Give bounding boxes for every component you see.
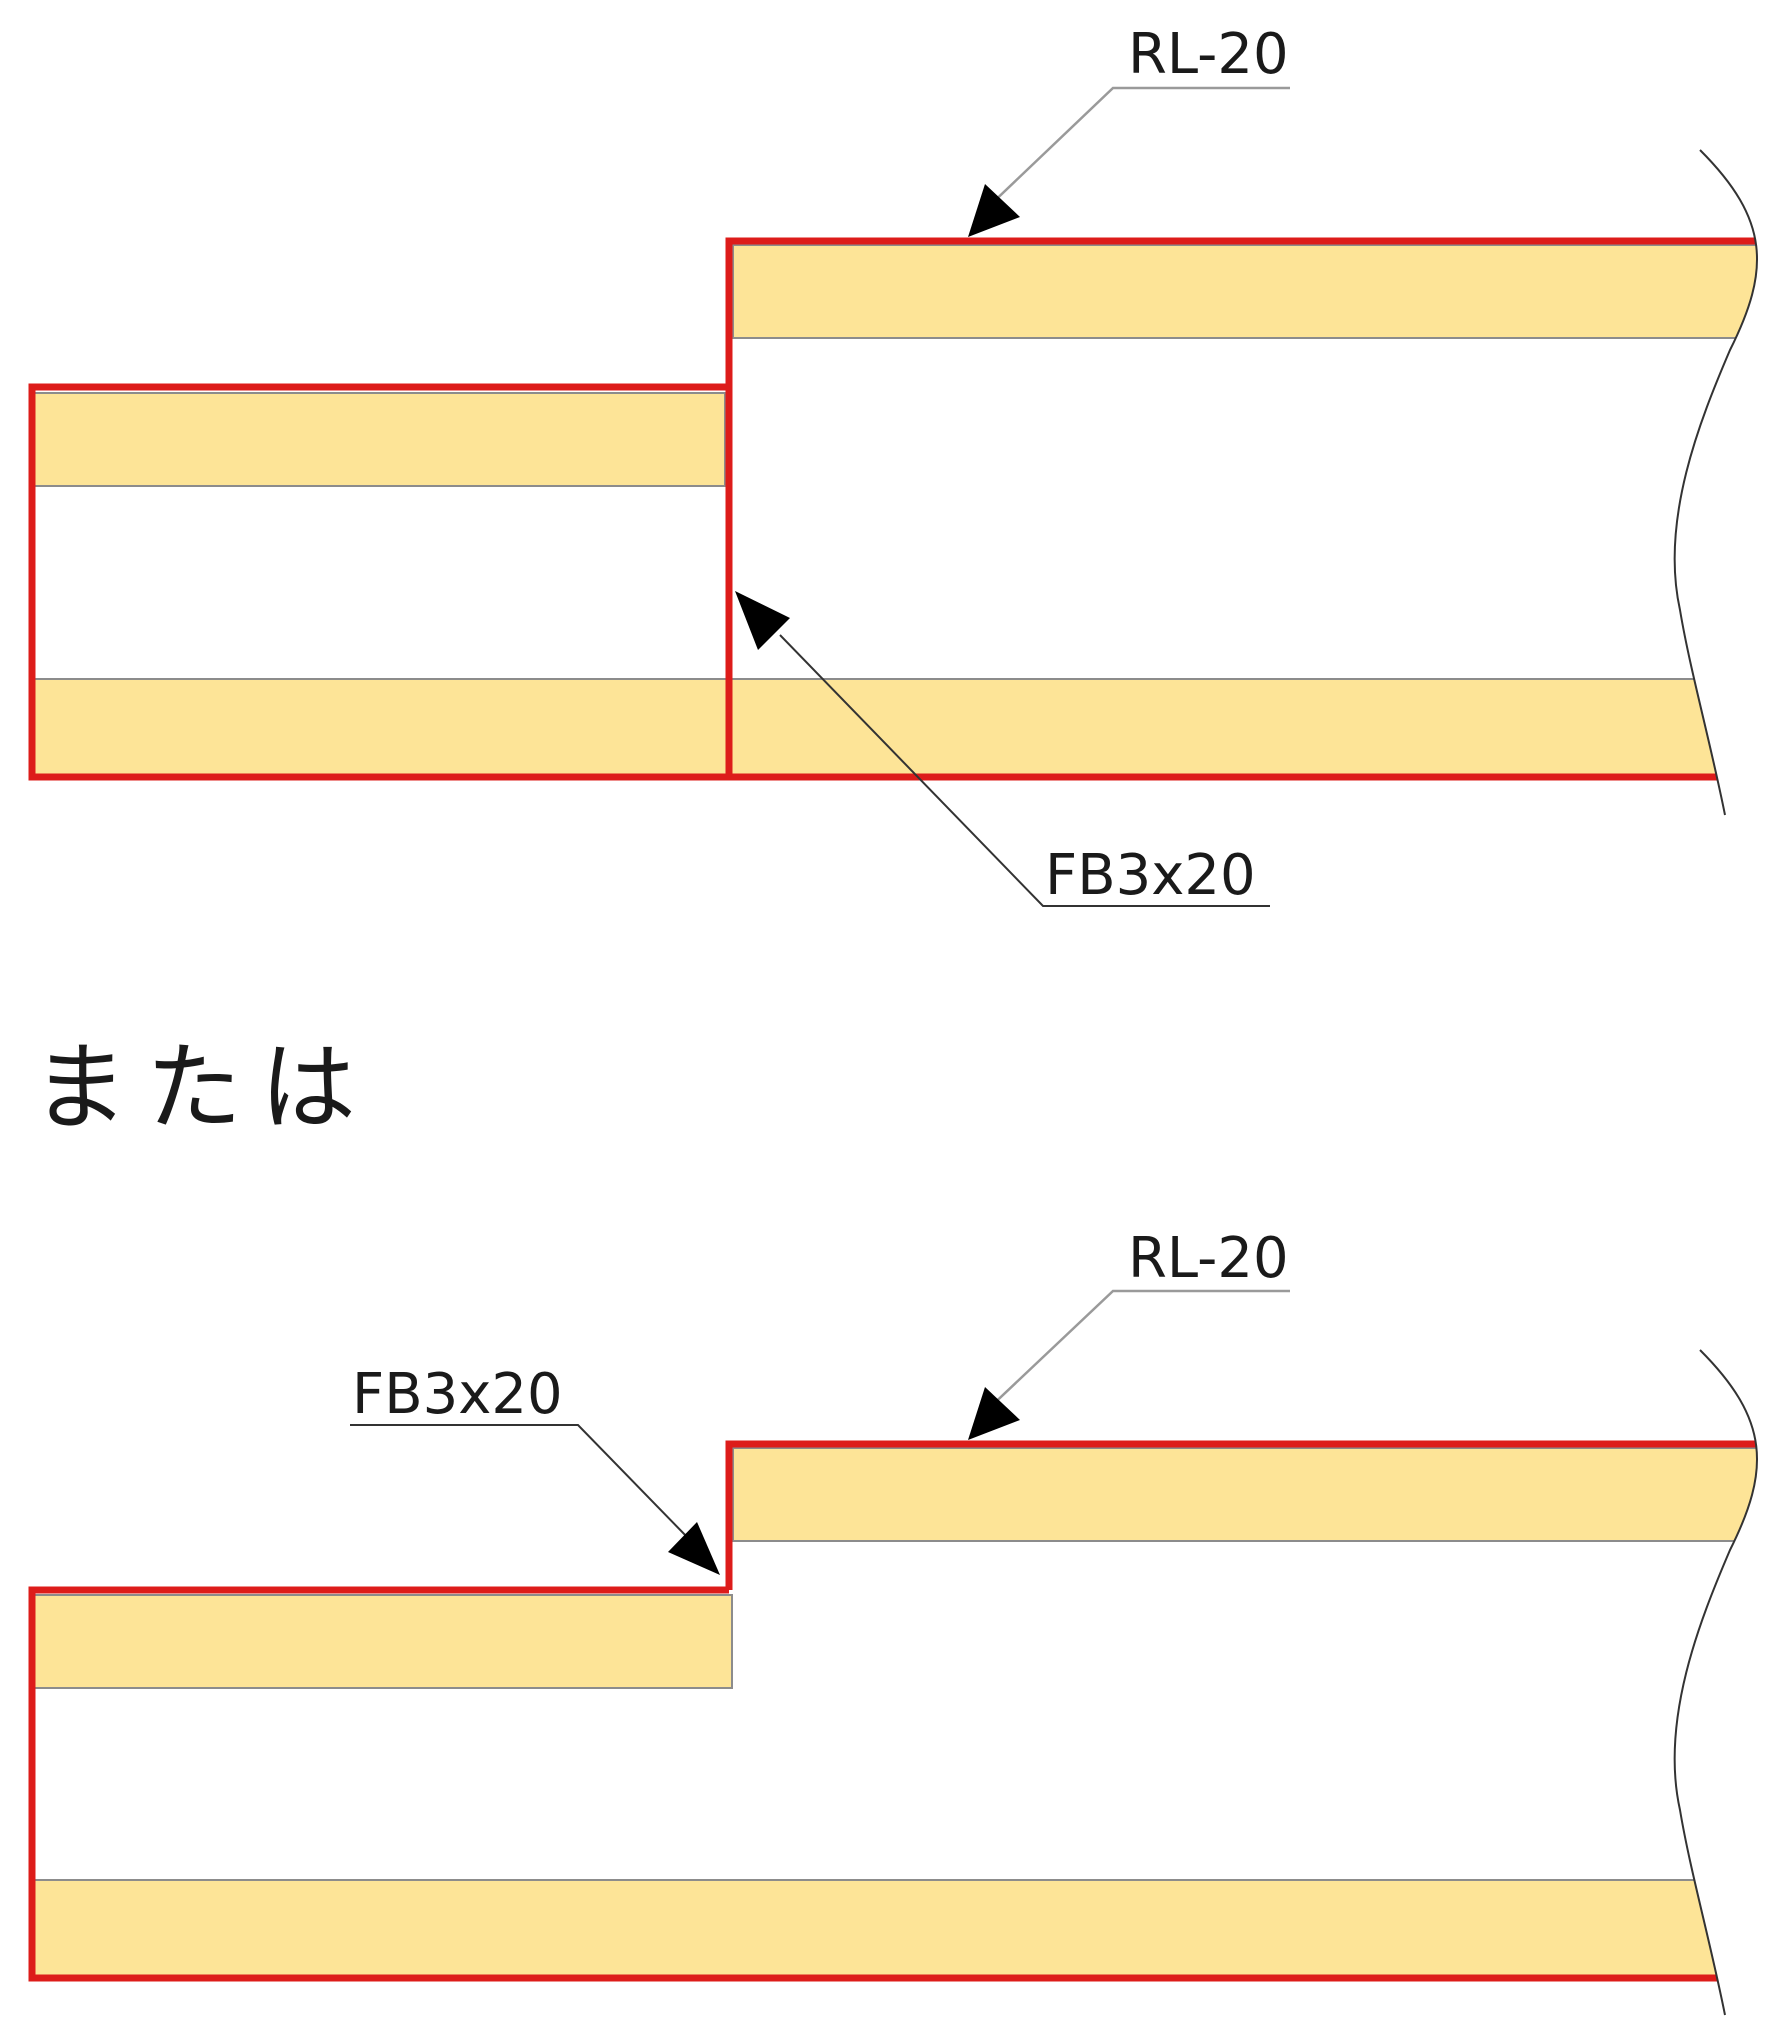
arrow-head-fb3x20-bottom <box>668 1522 720 1575</box>
board-left-top-strip <box>31 392 726 487</box>
arrow-head-rl-20-bottom <box>968 1387 1020 1440</box>
rl-20-trim-b <box>725 1440 1758 1590</box>
board-bottom-strip-b <box>31 1879 1758 1979</box>
fb3x20-trim-b <box>28 1586 1758 1982</box>
leader-line-fb3x20-bottom <box>350 1424 691 1541</box>
leader-line-rl-20-top <box>984 86 1290 211</box>
board-right-top-strip-b <box>732 1447 1758 1542</box>
break-line-top <box>1673 149 1759 816</box>
label-rl-20-top: RL-20 <box>1128 22 1289 87</box>
label-rl-20-bottom: RL-20 <box>1128 1226 1289 1291</box>
label-fb3x20-top: FB3x20 <box>1045 843 1256 908</box>
diagram-top: RL-20 FB3x20 <box>28 22 1759 908</box>
fb3x20-trim <box>28 383 1758 781</box>
separator-text-or: または <box>32 1032 374 1144</box>
rl-20-trim <box>725 237 1758 777</box>
diagram-bottom: RL-20 FB3x20 <box>28 1226 1759 2016</box>
leader-line-fb3x20-top <box>779 634 1270 907</box>
board-left-top-strip-b <box>31 1594 733 1689</box>
label-fb3x20-bottom: FB3x20 <box>352 1362 563 1427</box>
arrow-head-rl-20-top <box>968 184 1020 237</box>
board-right-top-strip <box>732 244 1758 339</box>
leader-line-rl-20-bottom <box>984 1289 1290 1413</box>
arrow-head-fb3x20-top <box>735 591 790 650</box>
board-bottom-strip <box>31 678 1758 778</box>
break-line-bottom <box>1673 1349 1759 2016</box>
